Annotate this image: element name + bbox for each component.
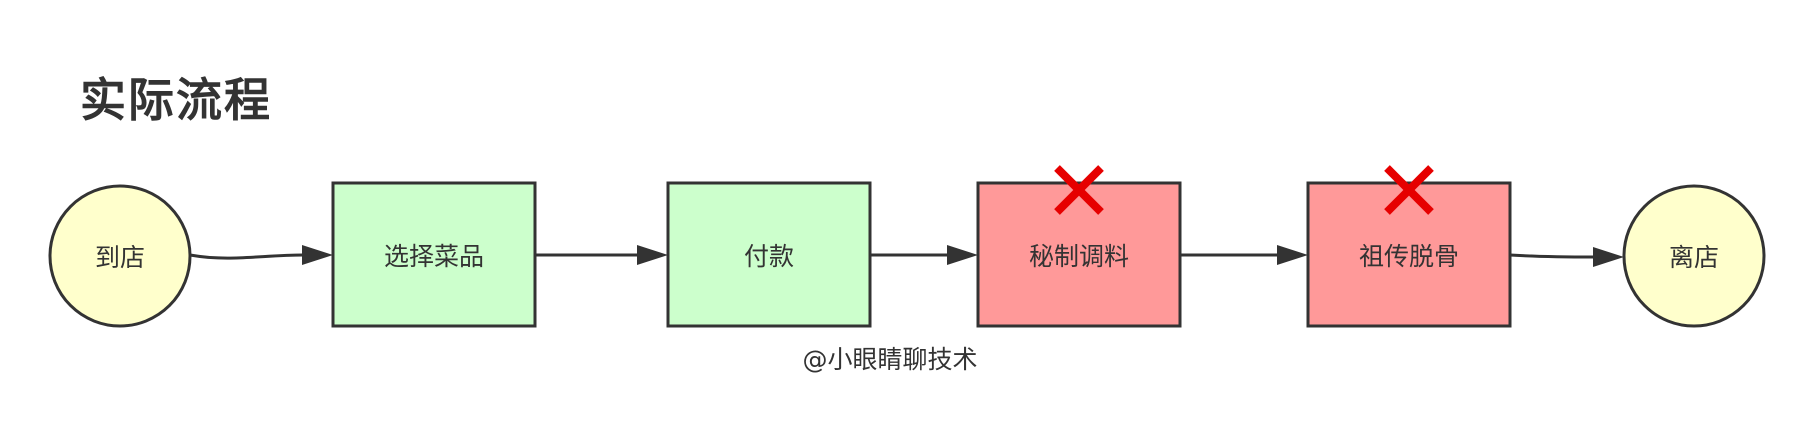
node-label-arrive: 到店 [94, 243, 145, 272]
node-deboned [1306, 181, 1512, 328]
edge-arrive-select [189, 253, 304, 260]
arrowhead-select-pay [637, 245, 668, 265]
node-label-pay: 付款 [743, 241, 794, 271]
cross-icon [1054, 165, 1104, 215]
node-arrive [48, 184, 192, 328]
watermark: @小眼睛聊技术 [802, 345, 978, 374]
diagram-title: 实际流程 [80, 73, 272, 127]
node-label-secret: 秘制调料 [1028, 241, 1129, 271]
node-select [331, 181, 537, 328]
cross-icon [1384, 165, 1434, 215]
node-label-select: 选择菜品 [383, 241, 484, 271]
arrowhead-arrive-select [302, 245, 333, 265]
node-label-deboned: 祖传脱骨 [1358, 241, 1459, 271]
arrowhead-secret-deboned [1277, 245, 1308, 265]
arrowhead-deboned-leave [1593, 247, 1624, 267]
node-secret [976, 181, 1182, 328]
node-pay [666, 181, 872, 328]
node-label-leave: 离店 [1668, 243, 1719, 272]
edge-deboned-leave [1509, 253, 1595, 259]
arrowhead-pay-secret [947, 245, 978, 265]
node-leave [1622, 184, 1766, 328]
